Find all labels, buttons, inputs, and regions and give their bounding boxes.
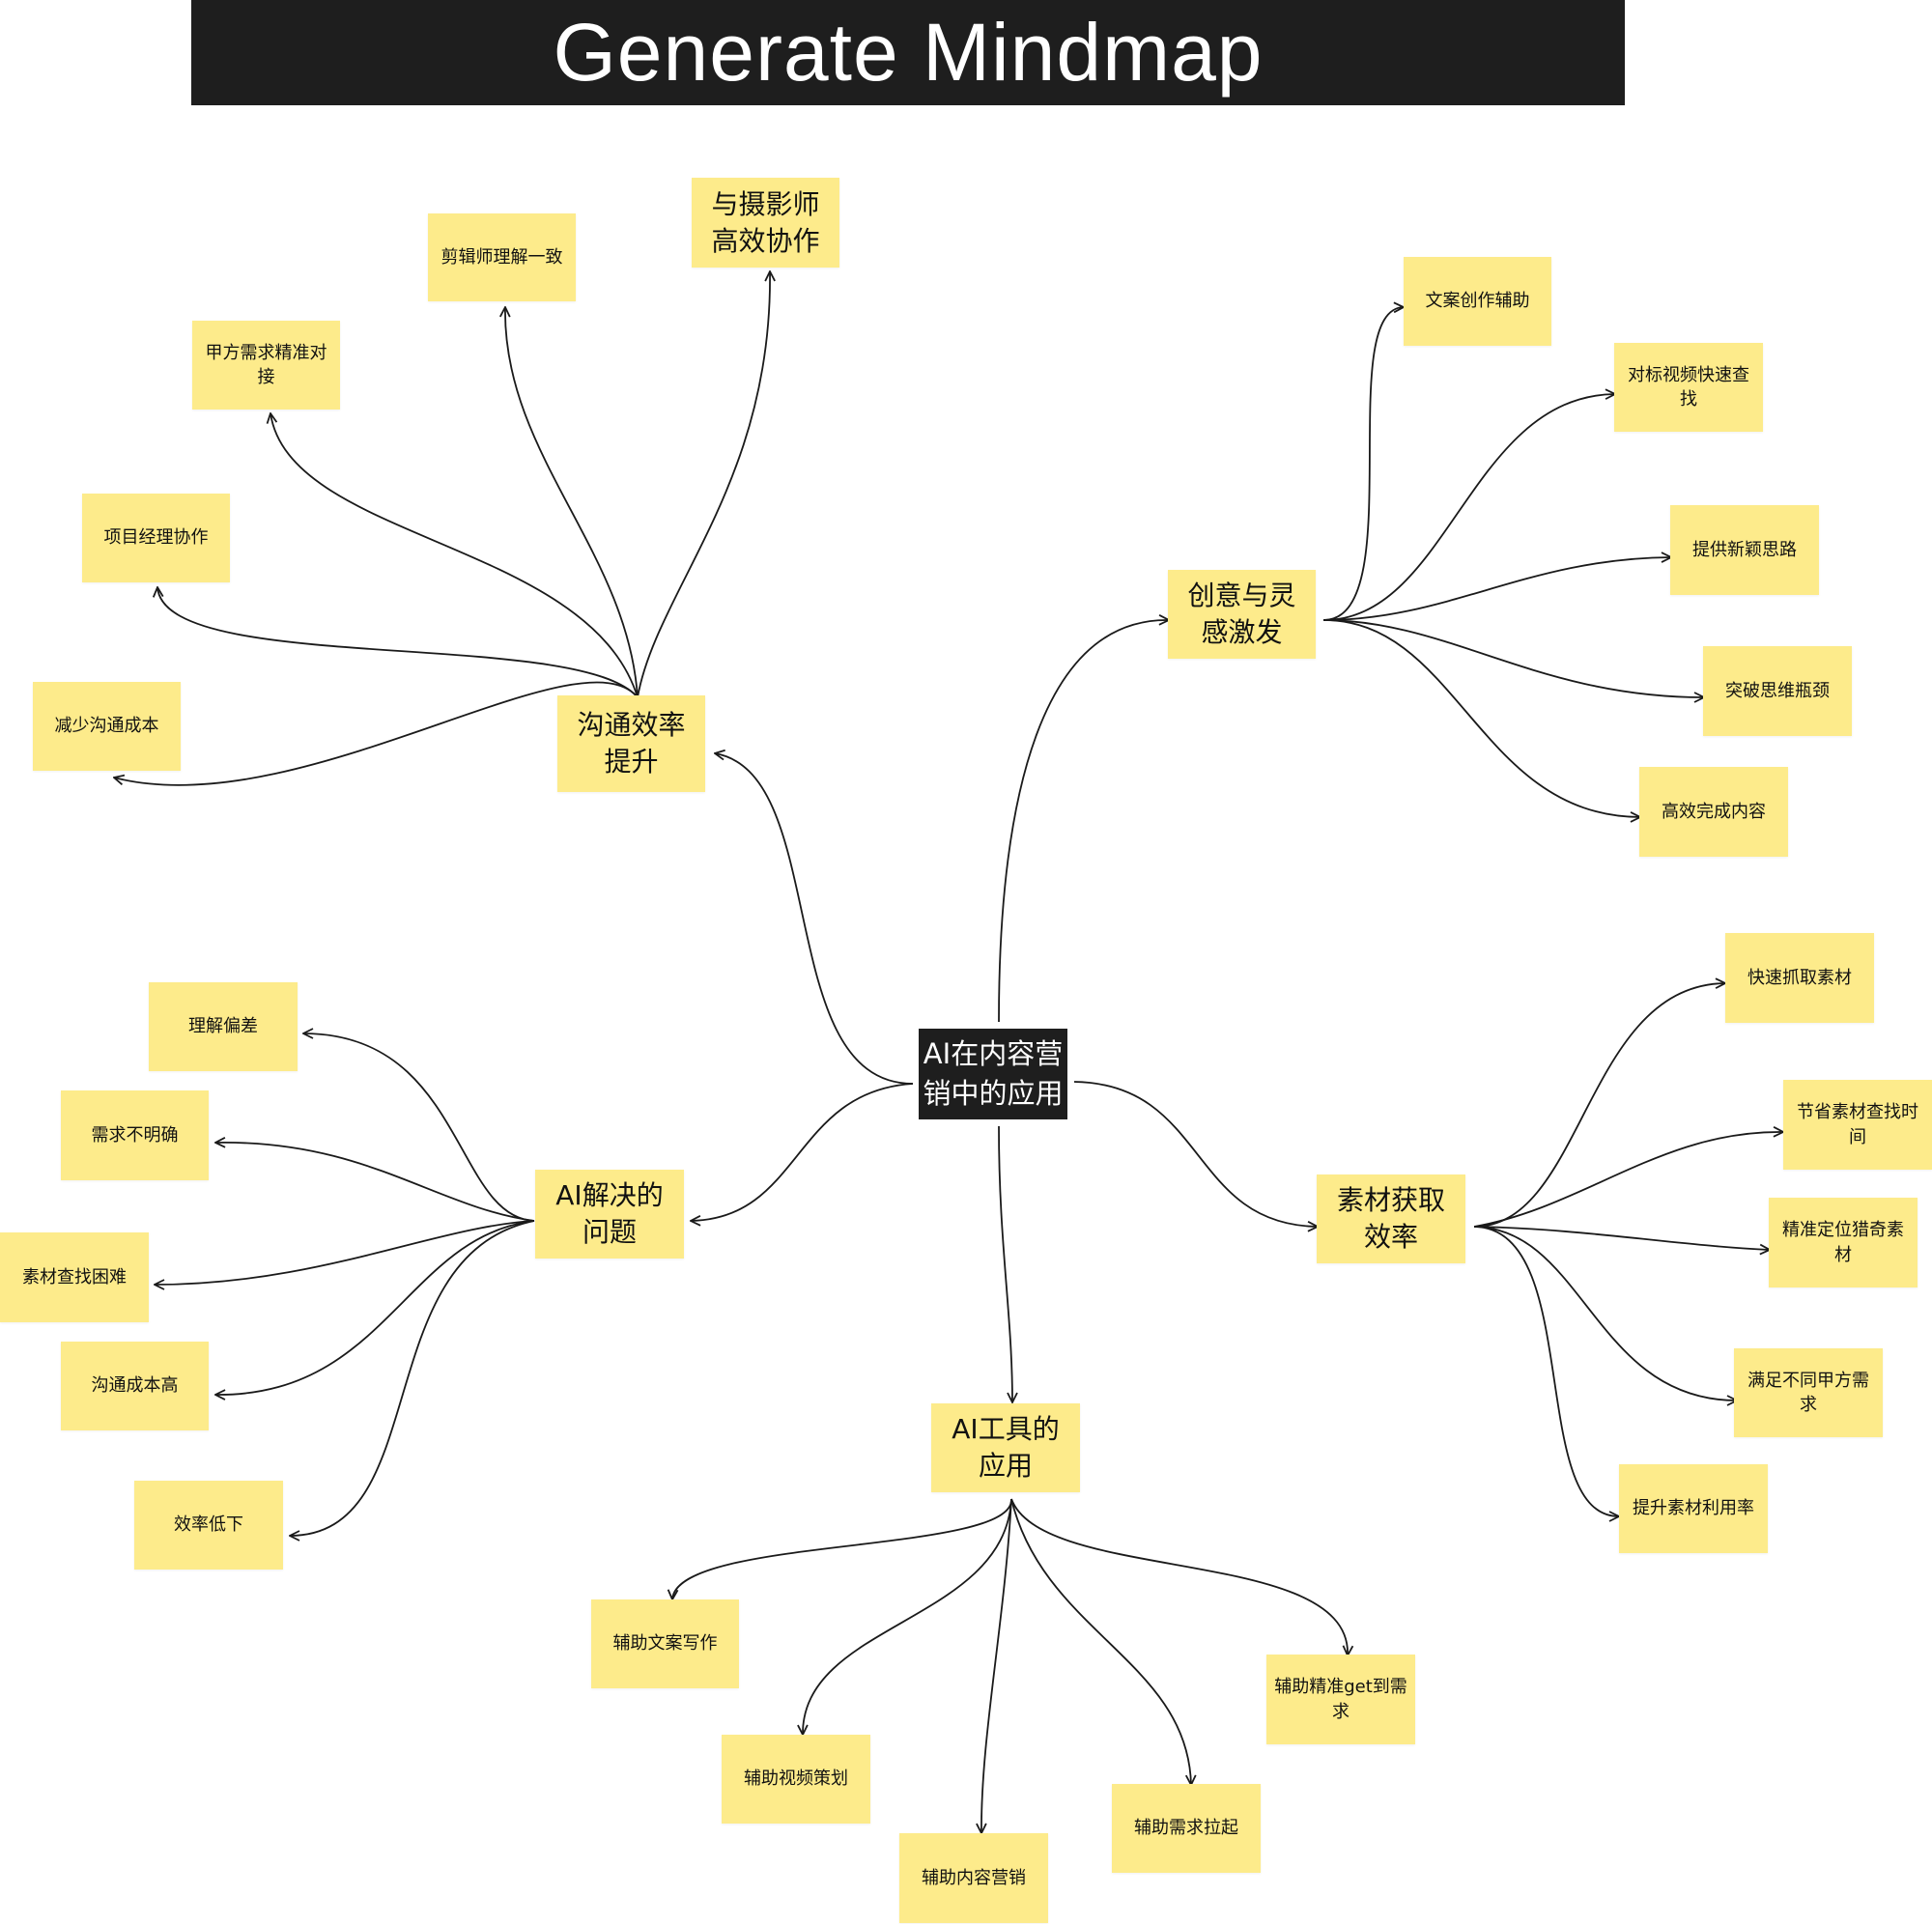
note-photographer-collab[interactable]: 与摄影师高效协作 <box>692 178 839 268</box>
note-fast-material-capture[interactable]: 快速抓取素材 <box>1725 933 1874 1023</box>
connector-comm-1 <box>637 271 770 698</box>
connector-comm-2 <box>505 307 639 698</box>
note-material-search-hard[interactable]: 素材查找困难 <box>0 1232 149 1322</box>
note-assist-content-marketing[interactable]: 辅助内容营销 <box>899 1833 1048 1923</box>
connector-tool-1 <box>672 1498 1012 1599</box>
connector-tool-2 <box>803 1498 1012 1735</box>
connector-mat-2 <box>1473 1132 1783 1228</box>
connector-mat-1 <box>1473 983 1725 1228</box>
branch-materials[interactable]: 素材获取效率 <box>1317 1174 1465 1263</box>
note-misunderstanding[interactable]: 理解偏差 <box>149 982 298 1071</box>
note-client-needs[interactable]: 甲方需求精准对接 <box>192 321 340 410</box>
connector-tool-3 <box>981 1498 1012 1833</box>
note-material-utilization[interactable]: 提升素材利用率 <box>1619 1464 1768 1553</box>
branch-tools[interactable]: AI工具的应用 <box>931 1403 1080 1492</box>
note-editor-understanding[interactable]: 剪辑师理解一致 <box>428 213 576 301</box>
note-assist-copywriting[interactable]: 辅助文案写作 <box>591 1599 739 1688</box>
connector-crea-5 <box>1322 619 1640 817</box>
note-assist-precise-needs[interactable]: 辅助精准get到需求 <box>1266 1655 1415 1744</box>
branch-communication[interactable]: 沟通效率提升 <box>557 695 705 792</box>
connector-crea-2 <box>1322 394 1615 621</box>
note-assist-needs-elicitation[interactable]: 辅助需求拉起 <box>1112 1784 1261 1873</box>
connector-center-materials <box>1073 1081 1318 1227</box>
note-break-bottleneck[interactable]: 突破思维瓶颈 <box>1703 646 1852 736</box>
connector-center-tools <box>998 1125 1012 1402</box>
connector-comm-4 <box>157 587 639 698</box>
connector-tool-4 <box>1010 1498 1191 1785</box>
mindmap-title: Generate Mindmap <box>191 0 1625 105</box>
connector-mat-4 <box>1473 1226 1737 1401</box>
note-efficient-content[interactable]: 高效完成内容 <box>1639 767 1788 857</box>
connector-comm-3 <box>270 413 639 698</box>
connector-mat-5 <box>1473 1226 1619 1516</box>
note-precise-rare-material[interactable]: 精准定位猎奇素材 <box>1769 1198 1918 1287</box>
note-assist-video-planning[interactable]: 辅助视频策划 <box>722 1735 870 1824</box>
note-unclear-needs[interactable]: 需求不明确 <box>61 1090 209 1180</box>
note-low-efficiency[interactable]: 效率低下 <box>134 1481 283 1570</box>
connector-prob-5 <box>290 1220 535 1536</box>
note-copywriting-assist[interactable]: 文案创作辅助 <box>1404 257 1551 346</box>
connector-crea-3 <box>1322 557 1671 621</box>
note-reduce-comm-cost[interactable]: 减少沟通成本 <box>33 682 181 771</box>
connector-crea-1 <box>1322 307 1404 621</box>
center-node[interactable]: AI在内容营销中的应用 <box>919 1029 1067 1119</box>
note-high-comm-cost[interactable]: 沟通成本高 <box>61 1342 209 1430</box>
connector-mat-3 <box>1473 1226 1770 1250</box>
connector-prob-2 <box>215 1143 535 1222</box>
note-meet-client-needs[interactable]: 满足不同甲方需求 <box>1734 1348 1883 1437</box>
note-save-search-time[interactable]: 节省素材查找时间 <box>1783 1080 1932 1170</box>
branch-creativity[interactable]: 创意与灵感激发 <box>1168 570 1316 659</box>
note-pm-collab[interactable]: 项目经理协作 <box>82 494 230 582</box>
connector-center-communication <box>715 753 914 1085</box>
connector-crea-4 <box>1322 619 1704 697</box>
connector-center-problems <box>691 1083 914 1221</box>
connector-center-creativity <box>998 620 1169 1023</box>
connector-comm-5 <box>114 681 639 786</box>
connector-prob-3 <box>155 1220 535 1285</box>
branch-problems[interactable]: AI解决的问题 <box>535 1170 684 1259</box>
note-new-ideas[interactable]: 提供新颖思路 <box>1670 505 1819 595</box>
connector-prob-4 <box>215 1220 535 1395</box>
note-reference-video[interactable]: 对标视频快速查找 <box>1614 343 1763 432</box>
connector-prob-1 <box>303 1033 535 1222</box>
connector-tool-5 <box>1010 1498 1348 1655</box>
